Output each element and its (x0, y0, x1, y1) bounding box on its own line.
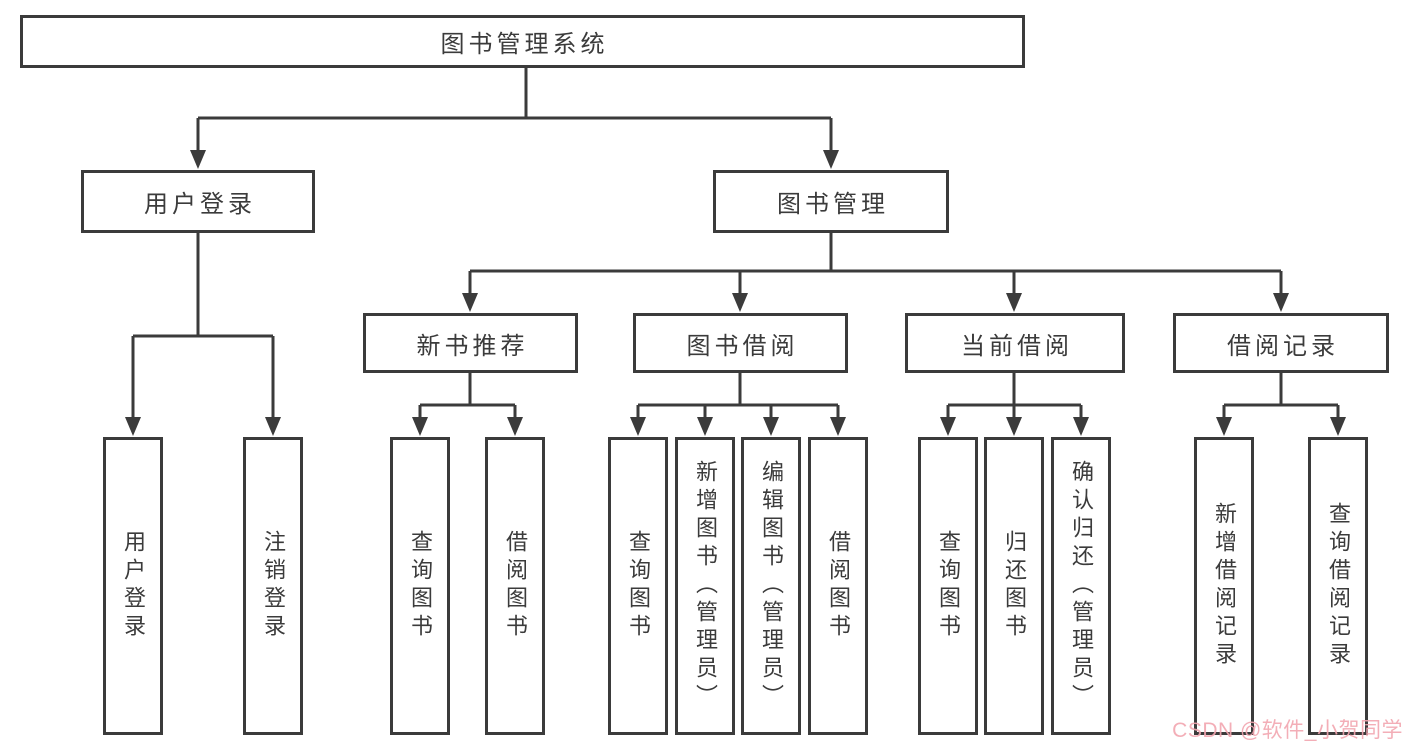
node-book-borrow: 图书借阅 (633, 313, 848, 373)
leaf-borrow-book-2: 借阅图书 (808, 437, 868, 735)
leaf-borrow-book-1: 借阅图书 (485, 437, 545, 735)
leaf-edit-book-admin: 编辑图书（管理员） (741, 437, 801, 735)
leaf-add-borrow-record: 新增借阅记录 (1194, 437, 1254, 735)
node-current-borrow: 当前借阅 (905, 313, 1125, 373)
node-book-management: 图书管理 (713, 170, 949, 233)
leaf-logout: 注销登录 (243, 437, 303, 735)
leaf-return-book: 归还图书 (984, 437, 1044, 735)
leaf-query-book-1: 查询图书 (390, 437, 450, 735)
leaf-query-book-3: 查询图书 (918, 437, 978, 735)
node-new-book-recommend: 新书推荐 (363, 313, 578, 373)
leaf-confirm-return-admin: 确认归还（管理员） (1051, 437, 1111, 735)
watermark: CSDN @软件_小贺同学 (1172, 719, 1403, 742)
leaf-add-book-admin: 新增图书（管理员） (675, 437, 735, 735)
node-user-login: 用户登录 (81, 170, 315, 233)
leaf-user-login: 用户登录 (103, 437, 163, 735)
node-borrow-records: 借阅记录 (1173, 313, 1389, 373)
leaf-query-borrow-record: 查询借阅记录 (1308, 437, 1368, 735)
leaf-query-book-2: 查询图书 (608, 437, 668, 735)
node-root: 图书管理系统 (20, 15, 1025, 68)
